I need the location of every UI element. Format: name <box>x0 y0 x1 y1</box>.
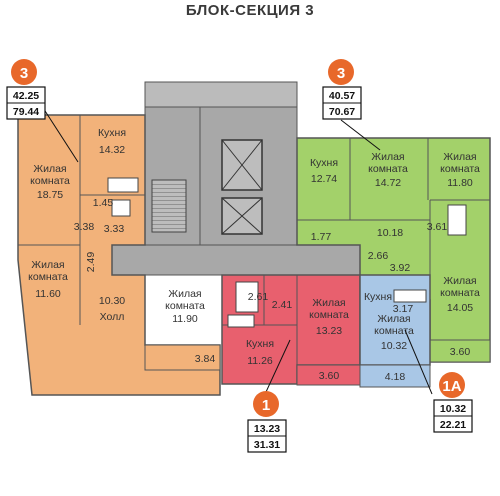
room-label: комната <box>165 300 205 312</box>
badge-circle <box>328 59 354 85</box>
room-label: Жилая <box>377 313 410 325</box>
room-area: 3.60 <box>319 370 340 382</box>
room-area: 1.45 <box>93 197 114 209</box>
bathtub-2 <box>447 204 467 236</box>
room-area: 10.30 <box>99 295 125 307</box>
badge-rooms: 1 <box>262 397 270 414</box>
room-label: комната <box>440 287 480 299</box>
badge-rooms: 3 <box>20 65 28 82</box>
room-area: 3.61 <box>427 221 448 233</box>
stairs <box>151 179 187 233</box>
room-area: 11.26 <box>247 355 273 367</box>
room-area: 3.38 <box>74 221 95 233</box>
room-area: 2.61 <box>248 291 269 303</box>
room-area: 14.72 <box>375 177 401 189</box>
badge-rooms: 3 <box>337 65 345 82</box>
bathtub <box>111 199 131 217</box>
room-label: комната <box>368 163 408 175</box>
badge-left: 3 42.25 79.44 <box>6 59 79 163</box>
total-area: 70.67 <box>329 106 355 118</box>
living-area: 40.57 <box>329 90 355 102</box>
badge-circle <box>439 372 465 398</box>
room-area: 14.05 <box>447 302 473 314</box>
room-area: 3.84 <box>195 353 216 365</box>
room-area: 3.60 <box>450 346 471 358</box>
room-label: Жилая <box>443 275 476 287</box>
room-label: Жилая <box>168 288 201 300</box>
bathtub-4 <box>235 281 259 313</box>
room-label: Жилая <box>31 259 64 271</box>
room-area: 12.74 <box>311 173 337 185</box>
room-area: 3.33 <box>104 223 125 235</box>
total-area: 31.31 <box>254 439 280 451</box>
room-label: Жилая <box>33 163 66 175</box>
room-label: Кухня <box>364 291 392 303</box>
room-area: 11.90 <box>172 313 198 325</box>
badge-circle <box>11 59 37 85</box>
badge-bottom-center: 1 13.23 31.31 <box>247 339 291 453</box>
room-label: Жилая <box>371 151 404 163</box>
total-area: 22.21 <box>440 419 466 431</box>
kitchen-stove-2 <box>227 314 255 328</box>
room-label: комната <box>440 163 480 175</box>
room-area: 2.41 <box>272 299 293 311</box>
room-label: Кухня <box>246 338 274 350</box>
room-area: 2.49 <box>85 252 97 273</box>
badge-bottom-right: 1A 10.32 22.21 <box>404 329 473 433</box>
apartment-bottom-right <box>359 274 431 388</box>
room-labels: Жилая комната 18.75 Кухня 14.32 1.45 3.3… <box>28 127 480 383</box>
badge-top-right: 3 40.57 70.67 <box>322 59 381 151</box>
apartment-bottom-center <box>221 274 361 386</box>
total-area: 79.44 <box>13 106 39 118</box>
room-area: 11.60 <box>35 288 61 300</box>
kitchen-stove <box>107 177 139 193</box>
living-area: 42.25 <box>13 90 39 102</box>
room-label: комната <box>309 309 349 321</box>
badge-circle <box>253 391 279 417</box>
room-area: 13.23 <box>316 325 342 337</box>
room-area: 14.32 <box>99 144 125 156</box>
room-area: 10.32 <box>381 340 407 352</box>
apartment-top-right <box>296 137 491 363</box>
room-area: 3.17 <box>393 303 414 315</box>
room-label: Жилая <box>443 151 476 163</box>
room-label: Холл <box>100 311 125 323</box>
room-label: Кухня <box>310 157 338 169</box>
apartment-left <box>17 114 221 396</box>
room-area: 4.18 <box>385 371 406 383</box>
room-label: Жилая <box>312 297 345 309</box>
room-label: Кухня <box>98 127 126 139</box>
room-label: комната <box>30 175 70 187</box>
living-area: 13.23 <box>254 423 280 435</box>
kitchen-stove-3 <box>393 289 427 303</box>
room-label: комната <box>28 271 68 283</box>
badge-rooms: 1A <box>442 378 461 395</box>
room-area: 1.77 <box>311 231 332 243</box>
room-area: 18.75 <box>37 189 63 201</box>
living-area: 10.32 <box>440 403 466 415</box>
room-label: комната <box>374 325 414 337</box>
section-title: БЛОК-СЕКЦИЯ 3 <box>185 2 315 19</box>
room-area: 2.66 <box>368 250 389 262</box>
room-area: 10.18 <box>377 227 403 239</box>
room-area: 3.92 <box>390 262 411 274</box>
room-area: 11.80 <box>447 177 473 189</box>
